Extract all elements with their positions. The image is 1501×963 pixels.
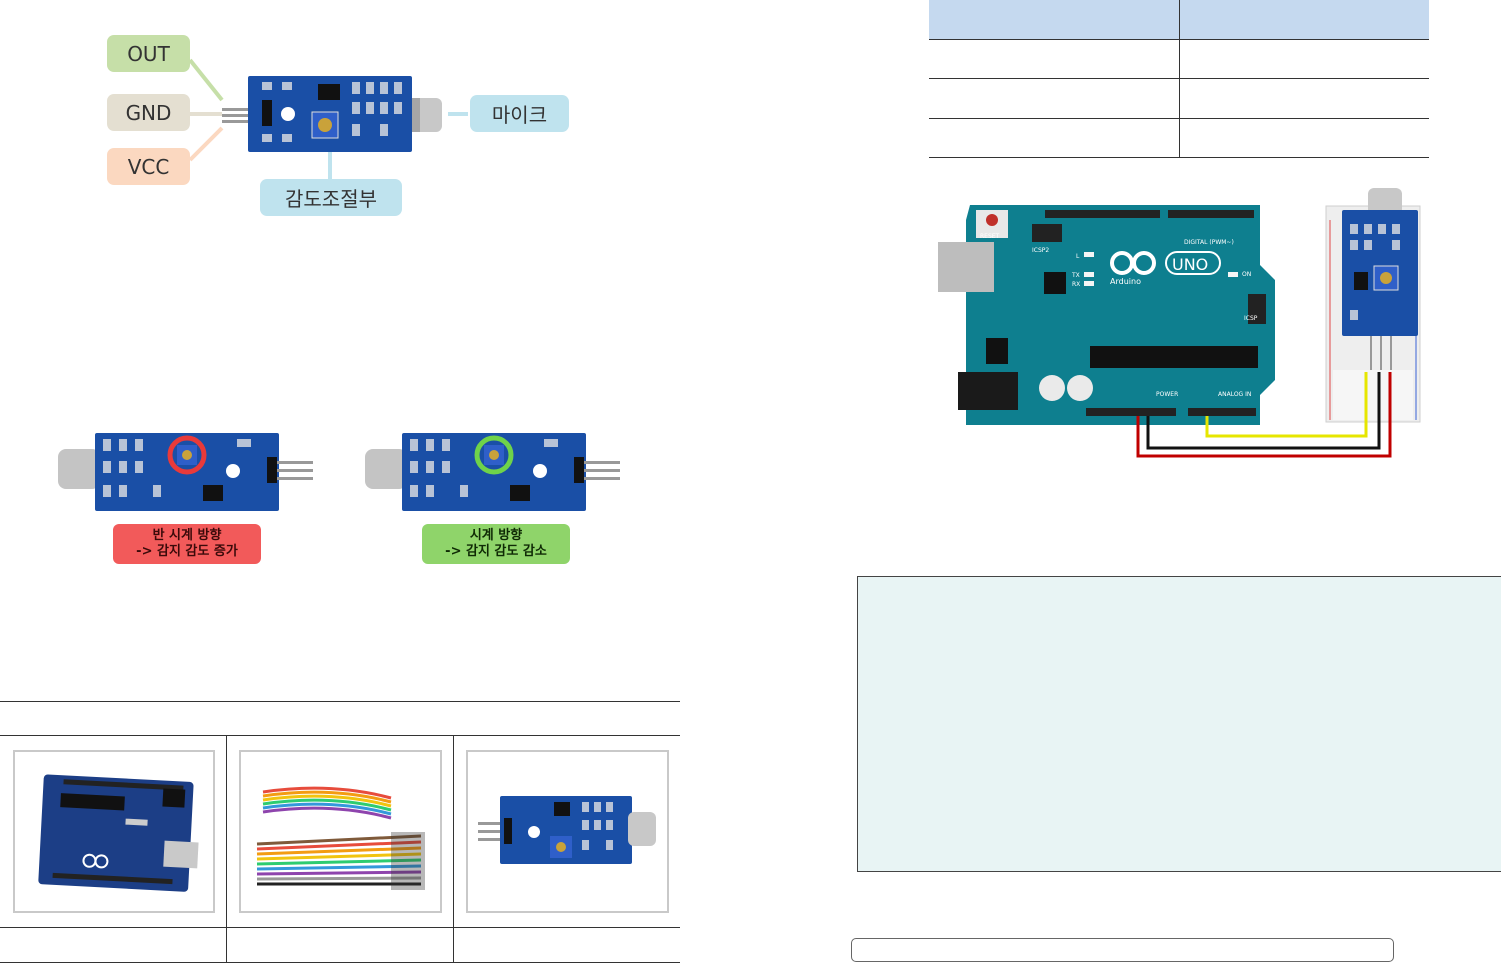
table-header-rule — [0, 735, 680, 736]
cw-effect-text: -> 감지 감도 감소 — [445, 544, 547, 559]
uno-label: UNO — [1172, 255, 1208, 274]
digital-label: DIGITAL (PWM~) — [1184, 239, 1234, 246]
gnd-callout: GND — [107, 94, 190, 131]
counterclockwise-tag: 반 시계 방향 -> 감지 감도 증가 — [113, 524, 261, 564]
sound-sensor-module-image — [222, 76, 442, 152]
table-top-rule — [0, 701, 680, 702]
tx-label: TX — [1071, 272, 1080, 279]
icsp-label: ICSP — [1244, 315, 1258, 322]
table-rule — [929, 118, 1429, 119]
power-wire — [1136, 372, 1392, 458]
vcc-callout: VCC — [107, 148, 190, 185]
jumper-wires-photo — [239, 750, 442, 913]
footer-bar — [851, 938, 1394, 962]
power-label: POWER — [1156, 391, 1178, 398]
sound-sensor-image — [478, 796, 656, 864]
signal-wire — [1205, 372, 1368, 438]
module-callout-lines — [188, 58, 468, 180]
ccw-direction-text: 반 시계 방향 — [152, 528, 222, 543]
cw-direction-text: 시계 방향 — [469, 528, 523, 543]
ccw-effect-text: -> 감지 감도 증가 — [136, 544, 238, 559]
arduino-label: Arduino — [1110, 277, 1141, 286]
table-rule — [929, 157, 1429, 158]
reset-label: RESET — [980, 233, 1000, 240]
icsp2-label: ICSP2 — [1032, 247, 1049, 254]
clockwise-tag: 시계 방향 -> 감지 감도 감소 — [422, 524, 570, 564]
table-col-divider — [226, 735, 227, 963]
arduino-wiring-image: RESET ICSP2 DIGITAL (PWM~) UNO Arduino O… — [938, 188, 1421, 458]
sensor-module-ccw-image — [58, 433, 313, 511]
table-col-divider — [453, 735, 454, 963]
sensitivity-callout: 감도조절부 — [260, 179, 402, 216]
rx-label: RX — [1072, 281, 1080, 288]
arduino-uno-image — [38, 774, 199, 892]
code-box — [857, 576, 1501, 872]
mic-callout: 마이크 — [470, 95, 569, 132]
l-label: L — [1076, 253, 1080, 260]
on-label: ON — [1242, 271, 1251, 278]
ground-wire — [1146, 372, 1381, 450]
out-callout: OUT — [107, 35, 190, 72]
arduino-uno-photo — [13, 750, 215, 913]
table-rule — [929, 78, 1429, 79]
table-row-rule — [0, 927, 680, 928]
table-rule — [929, 39, 1429, 40]
analog-label: ANALOG IN — [1218, 391, 1251, 398]
sensor-module-cw-image — [365, 433, 620, 511]
jumper-wires-image — [256, 786, 425, 890]
sound-sensor-photo — [466, 750, 669, 913]
